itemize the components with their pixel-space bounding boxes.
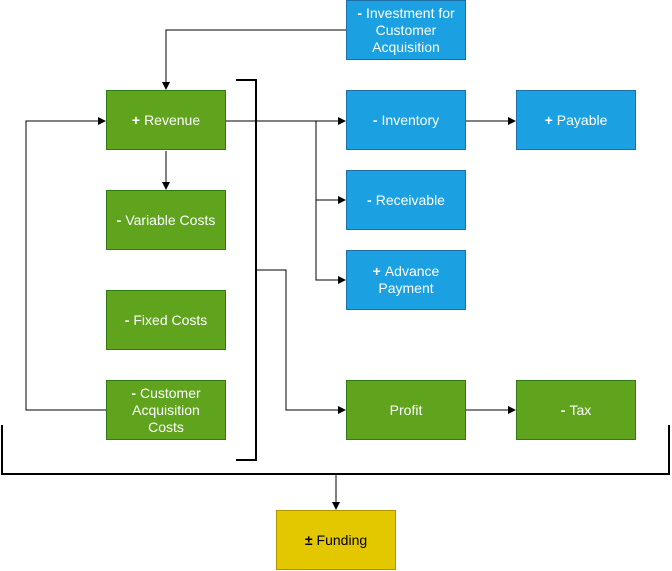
edge-investment-revenue: [162, 29, 346, 90]
node-customer-acquisition-costs[interactable]: -Customer Acquisition Costs: [106, 380, 226, 440]
node-label: Receivable: [375, 191, 445, 208]
node-revenue[interactable]: +Revenue: [106, 90, 226, 150]
edge-revenue-receivable: [315, 121, 346, 204]
node-sign: +: [131, 111, 141, 128]
node-advance-payment[interactable]: +Advance Payment: [346, 250, 466, 310]
node-sign: -: [357, 4, 362, 21]
node-label: Payable: [556, 111, 608, 128]
node-label: Tax: [569, 401, 592, 418]
node-label: Advance Payment: [378, 263, 440, 296]
node-tax[interactable]: -Tax: [516, 380, 636, 440]
node-label: Inventory: [381, 111, 440, 128]
edge-revenue-advance-payment: [315, 200, 346, 284]
node-label: Investment for Customer Acquisition: [365, 4, 455, 55]
node-sign: -: [124, 311, 130, 328]
node-label: Revenue: [144, 111, 201, 128]
node-sign: ±: [304, 531, 313, 548]
node-sign: -: [372, 111, 378, 128]
node-label: Fixed Costs: [133, 311, 208, 328]
node-sign: -: [116, 211, 122, 228]
node-label: Funding: [316, 531, 368, 548]
node-payable[interactable]: +Payable: [516, 90, 636, 150]
node-label: Customer Acquisition Costs: [132, 384, 201, 435]
node-investment-customer-acquisition[interactable]: -Investment for Customer Acquisition: [346, 0, 466, 60]
node-profit[interactable]: Profit: [346, 380, 466, 440]
node-label: Profit: [389, 401, 423, 418]
node-sign: -: [560, 401, 566, 418]
node-receivable[interactable]: -Receivable: [346, 170, 466, 230]
node-inventory[interactable]: -Inventory: [346, 90, 466, 150]
node-sign: -: [131, 384, 136, 401]
node-variable-costs[interactable]: -Variable Costs: [106, 190, 226, 250]
bottom-bracket: [1, 425, 670, 475]
node-sign: -: [367, 191, 372, 208]
node-sign: +: [372, 263, 381, 279]
node-label: Variable Costs: [125, 211, 216, 228]
pl-bracket: [236, 79, 257, 461]
edge-bracket-profit: [256, 269, 346, 414]
edge-cac-revenue: [25, 117, 106, 411]
node-sign: +: [544, 111, 553, 128]
node-funding[interactable]: ±Funding: [276, 510, 396, 570]
node-fixed-costs[interactable]: -Fixed Costs: [106, 290, 226, 350]
